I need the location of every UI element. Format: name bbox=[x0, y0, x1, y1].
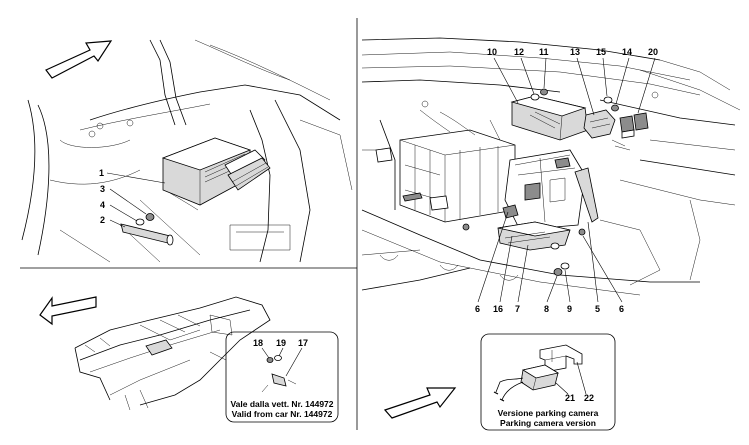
note-valid-en: Valid from car Nr. 144972 bbox=[232, 409, 333, 419]
callout-21: 21 bbox=[565, 393, 575, 403]
callout-18: 18 bbox=[253, 338, 263, 348]
parking-camera-inset: 21 22 Versione parking camera Parking ca… bbox=[480, 333, 616, 431]
nut-14 bbox=[611, 104, 619, 112]
callout-1: 1 bbox=[99, 168, 104, 178]
right-view: 10 12 11 13 15 14 20 6 16 7 8 9 5 6 bbox=[361, 37, 741, 314]
callout-6-left: 6 bbox=[475, 304, 480, 314]
module-13 bbox=[583, 109, 616, 139]
direction-arrow-top-left bbox=[45, 40, 113, 79]
washer-4 bbox=[135, 218, 145, 226]
nut-15 bbox=[603, 96, 613, 104]
callout-20: 20 bbox=[648, 47, 658, 57]
callout-14: 14 bbox=[622, 47, 632, 57]
callout-10: 10 bbox=[487, 47, 497, 57]
relay-block bbox=[399, 129, 516, 223]
callout-11: 11 bbox=[539, 47, 549, 57]
callout-13: 13 bbox=[570, 47, 580, 57]
washer-9 bbox=[560, 262, 570, 270]
callout-9: 9 bbox=[567, 304, 572, 314]
callout-22: 22 bbox=[584, 393, 594, 403]
callout-16: 16 bbox=[493, 304, 503, 314]
direction-arrow-bottom-left bbox=[39, 296, 97, 326]
inset-box-valid-from bbox=[225, 331, 339, 423]
bar-5 bbox=[574, 167, 599, 223]
top-left-view: 1 3 4 2 bbox=[21, 39, 353, 263]
callout-6-right: 6 bbox=[619, 304, 624, 314]
callout-2: 2 bbox=[100, 215, 105, 225]
direction-arrow-bottom-right bbox=[383, 387, 457, 419]
connectors-20 bbox=[619, 112, 649, 139]
note-camera-it: Versione parking camera bbox=[498, 408, 599, 418]
callout-5: 5 bbox=[595, 304, 600, 314]
callout-12: 12 bbox=[514, 47, 524, 57]
nut-3 bbox=[145, 213, 155, 221]
callout-3: 3 bbox=[100, 184, 105, 194]
bar-2 bbox=[120, 223, 173, 245]
nut-8 bbox=[553, 268, 563, 276]
washer-12 bbox=[530, 93, 540, 101]
camera-bracket-22 bbox=[539, 344, 583, 373]
note-camera-en: Parking camera version bbox=[500, 418, 596, 428]
bottom-left-view: 18 19 17 Vale dalla vett. Nr. 144972 Val… bbox=[39, 296, 339, 423]
callout-15: 15 bbox=[596, 47, 606, 57]
callout-19: 19 bbox=[276, 338, 286, 348]
callout-17: 17 bbox=[298, 338, 308, 348]
panel-dividers bbox=[20, 18, 358, 430]
note-valid-it: Vale dalla vett. Nr. 144972 bbox=[230, 399, 333, 409]
nut-11 bbox=[540, 88, 548, 96]
callout-7: 7 bbox=[515, 304, 520, 314]
support-bracket bbox=[504, 149, 586, 231]
callout-8: 8 bbox=[544, 304, 549, 314]
callout-4: 4 bbox=[100, 200, 105, 210]
